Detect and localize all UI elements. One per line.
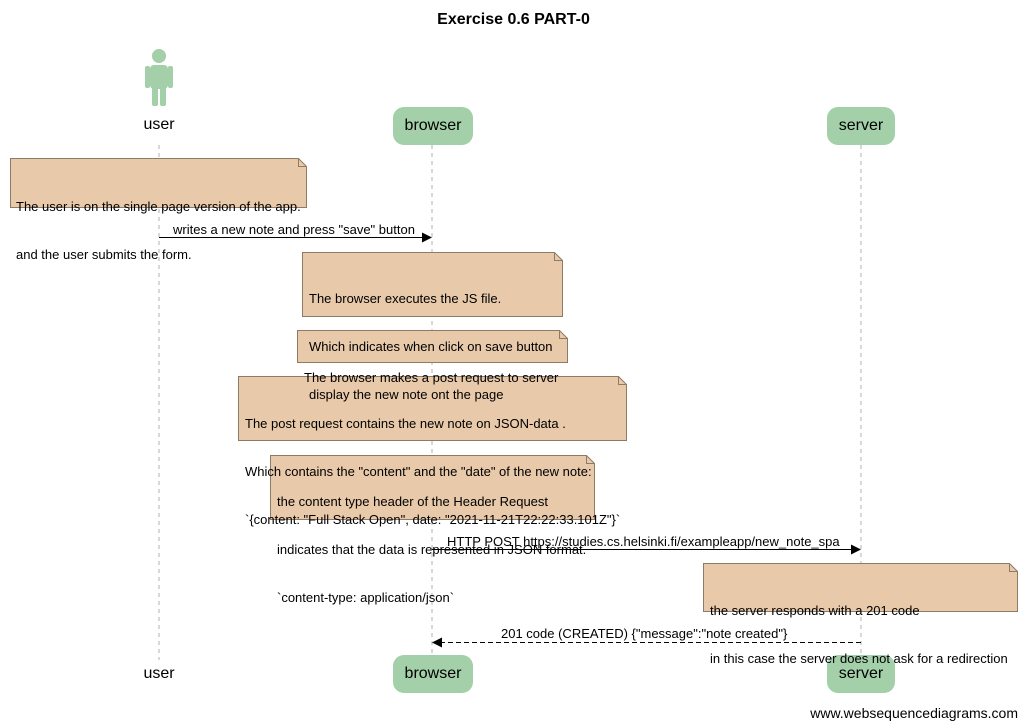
note-4-line-1: The post request contains the new note o… bbox=[245, 416, 566, 431]
participant-user-bottom: user bbox=[143, 665, 175, 682]
user-actor-icon bbox=[145, 49, 173, 106]
message-label-3: 201 code (CREATED) {"message":"note crea… bbox=[501, 626, 788, 641]
note-3-line-1: The browser makes a post request to serv… bbox=[304, 370, 559, 385]
message-label-2: HTTP POST https://studies.cs.helsinki.fi… bbox=[447, 534, 840, 549]
note-2-shape bbox=[302, 252, 563, 317]
diagram-title: Exercise 0.6 PART-0 bbox=[437, 11, 590, 28]
note-4-shape bbox=[238, 376, 627, 441]
note-2-line-2: Which indicates when click on save butto… bbox=[309, 339, 553, 354]
note-1-line-2: and the user submits the form. bbox=[16, 247, 192, 262]
note-4-line-2: Which contains the "content" and the "da… bbox=[245, 464, 592, 479]
participant-browser-bottom: browser bbox=[393, 655, 473, 693]
note-1-line-1: The user is on the single page version o… bbox=[16, 199, 301, 214]
message-arrow-1 bbox=[159, 232, 432, 243]
message-label-1: writes a new note and press "save" butto… bbox=[173, 222, 415, 237]
message-arrow-2 bbox=[432, 544, 861, 555]
note-2-line-3: display the new note ont the page bbox=[309, 387, 504, 402]
note-browser-executes-js: The browser executes the JS file. Which … bbox=[302, 252, 562, 402]
participant-browser-top: browser bbox=[393, 107, 473, 145]
participant-server-bottom: server bbox=[827, 655, 895, 693]
note-5-line-2: indicates that the data is represented i… bbox=[277, 542, 587, 557]
note-server-201: the server responds with a 201 code in t… bbox=[703, 563, 1017, 666]
note-3-shape bbox=[297, 330, 568, 363]
participant-server-top: server bbox=[827, 107, 895, 145]
note-5-line-1: the content type header of the Header Re… bbox=[277, 494, 549, 509]
note-4-line-3: `{content: "Full Stack Open", date: "202… bbox=[245, 512, 621, 527]
note-6-line-2: in this case the server does not ask for… bbox=[710, 651, 1008, 666]
note-5-shape bbox=[270, 455, 595, 520]
note-json-data: The post request contains the new note o… bbox=[238, 376, 626, 527]
note-2-line-1: The browser executes the JS file. bbox=[309, 291, 502, 306]
participant-user-top: user bbox=[143, 116, 175, 133]
note-user-on-spa: The user is on the single page version o… bbox=[10, 158, 306, 262]
note-browser-post-request: The browser makes a post request to serv… bbox=[297, 330, 567, 385]
footer-watermark: www.websequencediagrams.com bbox=[810, 705, 1018, 721]
note-1-shape bbox=[10, 158, 307, 208]
message-arrow-3 bbox=[432, 637, 861, 648]
note-6-shape bbox=[703, 563, 1018, 612]
note-5-line-3: `content-type: application/json` bbox=[277, 590, 455, 605]
note-6-line-1: the server responds with a 201 code bbox=[710, 603, 920, 618]
note-content-type: the content type header of the Header Re… bbox=[270, 455, 594, 605]
note-shapes bbox=[10, 158, 1018, 612]
